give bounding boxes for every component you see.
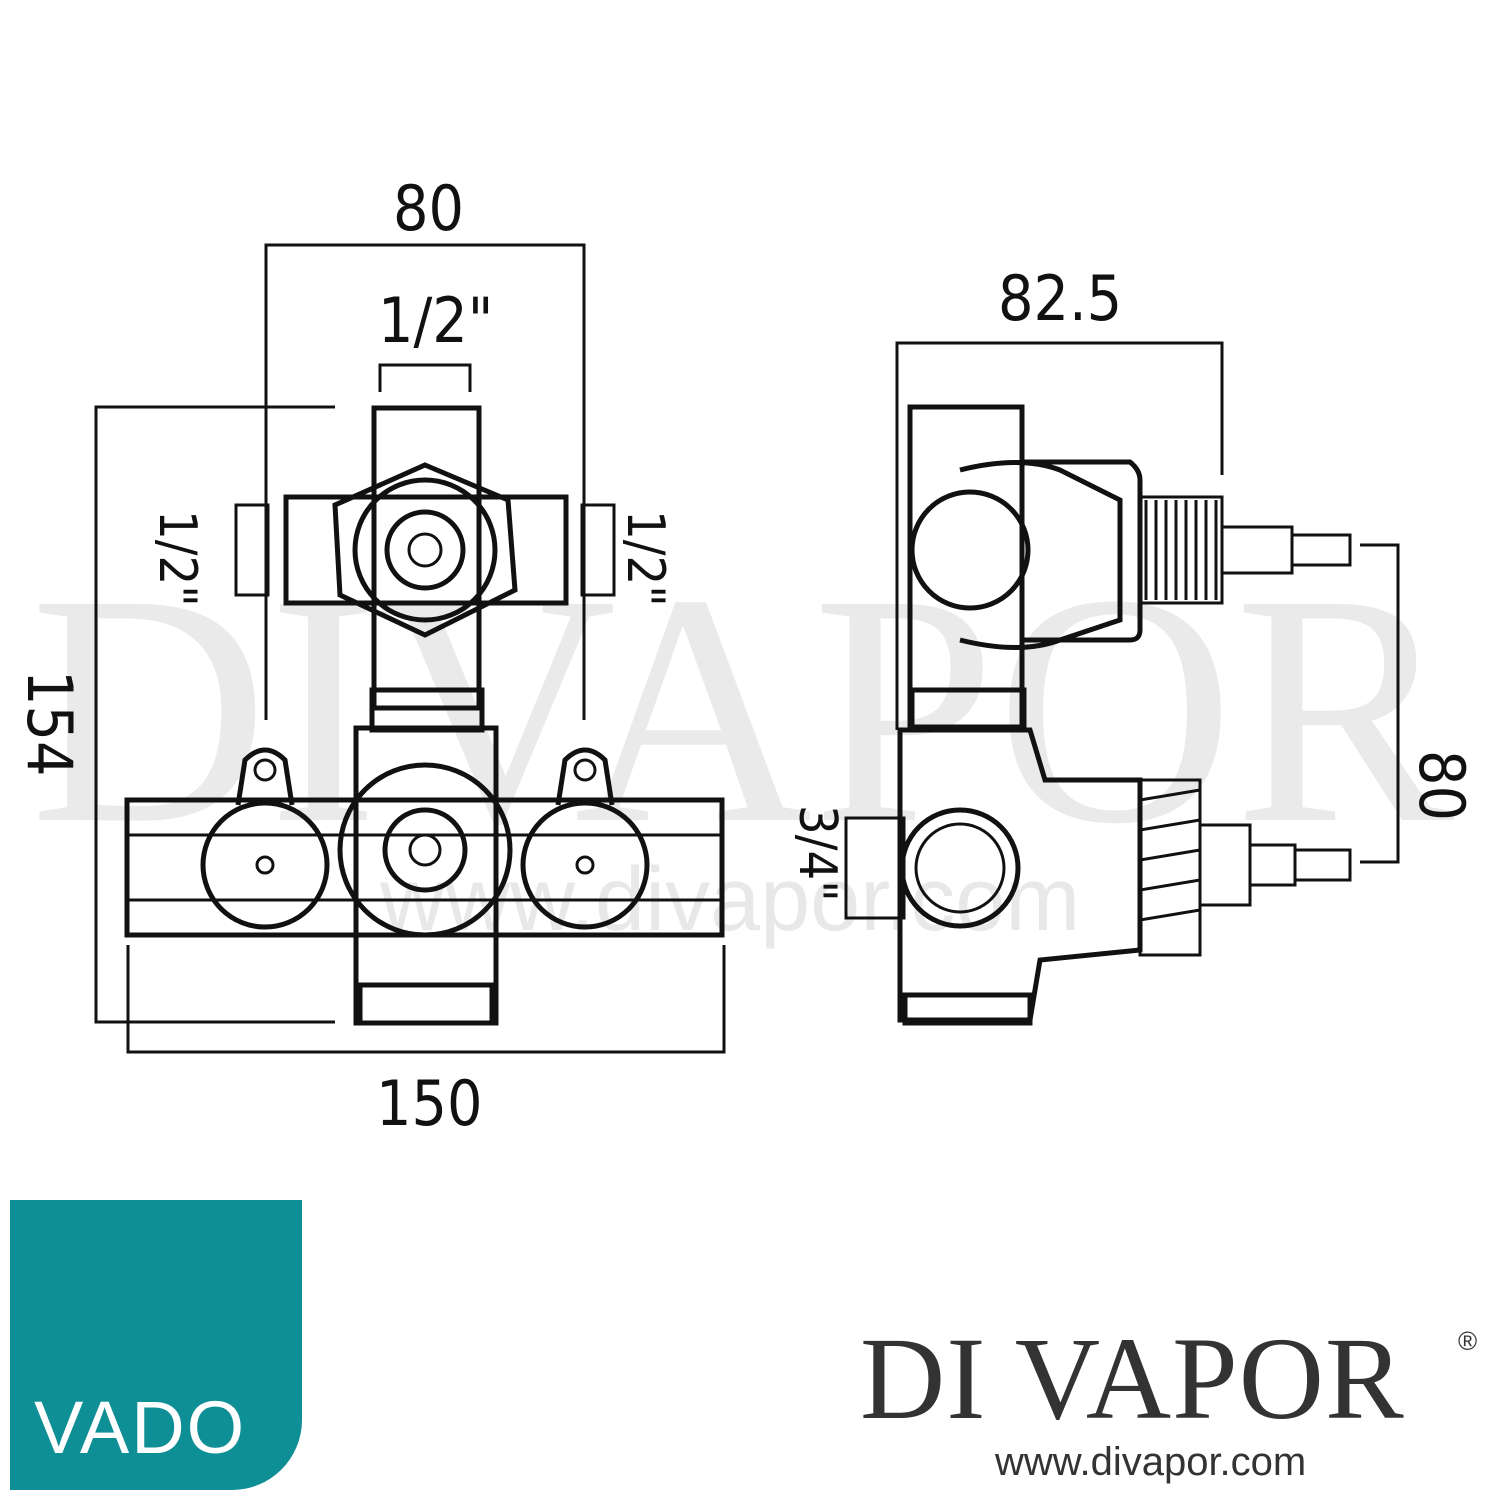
front-base (357, 982, 495, 1026)
side-lower-thread-lines (1139, 788, 1201, 922)
side-upper-shell (959, 460, 1123, 650)
front-right-inlet-label: 1/2" (615, 510, 675, 607)
front-cross-bar (283, 494, 569, 606)
front-150-dim-line (126, 945, 726, 1054)
divapor-brand-name: DI VAPOR (860, 1313, 1405, 1444)
front-154-label: 154 (13, 670, 86, 776)
side-82-5-label: 82.5 (998, 262, 1122, 335)
side-lower-port-inner (914, 822, 1006, 914)
front-top-center (407, 532, 443, 568)
front-top-inner-ring (384, 509, 466, 591)
front-center-inner (382, 807, 468, 893)
side-80-label: 80 (1405, 750, 1478, 821)
front-top-inlet-label: 1/2" (378, 284, 493, 357)
front-right-valve-center (575, 855, 595, 875)
vado-logo: VADO (10, 1200, 302, 1490)
front-right-stub (580, 503, 616, 597)
front-center-core (408, 833, 442, 867)
front-center-valve (337, 762, 513, 938)
side-82-5-dim-line (895, 341, 1224, 730)
front-80-label: 80 (393, 172, 464, 245)
watermark: DIVAPOR www.divapor.com (30, 527, 1456, 950)
front-top-inlet-dim (378, 363, 472, 392)
front-80-dim-line (264, 243, 586, 720)
side-view: 82.5 80 3/4" (787, 262, 1478, 1026)
front-150-label: 150 (376, 1067, 482, 1140)
side-upper-plate (907, 404, 1025, 730)
side-upper-thread-lines (1144, 500, 1218, 600)
side-upper-spindle-tip (1290, 533, 1352, 567)
divapor-brand-reg: ® (1458, 1326, 1478, 1356)
front-154-dim-line (94, 405, 335, 1024)
front-left-stub (234, 503, 270, 597)
side-lower-port (899, 807, 1021, 929)
front-left-lug-hole (253, 758, 277, 782)
side-upper-port (909, 489, 1031, 611)
side-outlet-label: 3/4" (787, 805, 847, 902)
front-right-lug-hole (573, 758, 597, 782)
vado-logo-text: VADO (34, 1386, 247, 1469)
front-right-valve (520, 800, 650, 930)
front-top-ring (352, 477, 498, 623)
front-top-stem (371, 405, 482, 711)
side-80-dim-line (1360, 543, 1400, 864)
front-left-lug (235, 747, 295, 806)
front-left-inlet-label: 1/2" (147, 510, 207, 607)
front-right-lug (555, 747, 615, 806)
divapor-brand: DI VAPOR ® www.divapor.com (860, 1320, 1500, 1500)
front-top-hex-nut (332, 462, 518, 638)
divapor-brand-url: www.divapor.com (995, 1440, 1307, 1484)
front-left-valve (200, 800, 330, 930)
front-view: 80 1/2" 154 150 1/2" 1/2" (13, 172, 726, 1140)
side-lower-spindle-tip (1293, 848, 1352, 882)
front-left-valve-center (255, 855, 275, 875)
side-base (902, 992, 1033, 1026)
watermark-text: DIVAPOR (30, 527, 1456, 892)
